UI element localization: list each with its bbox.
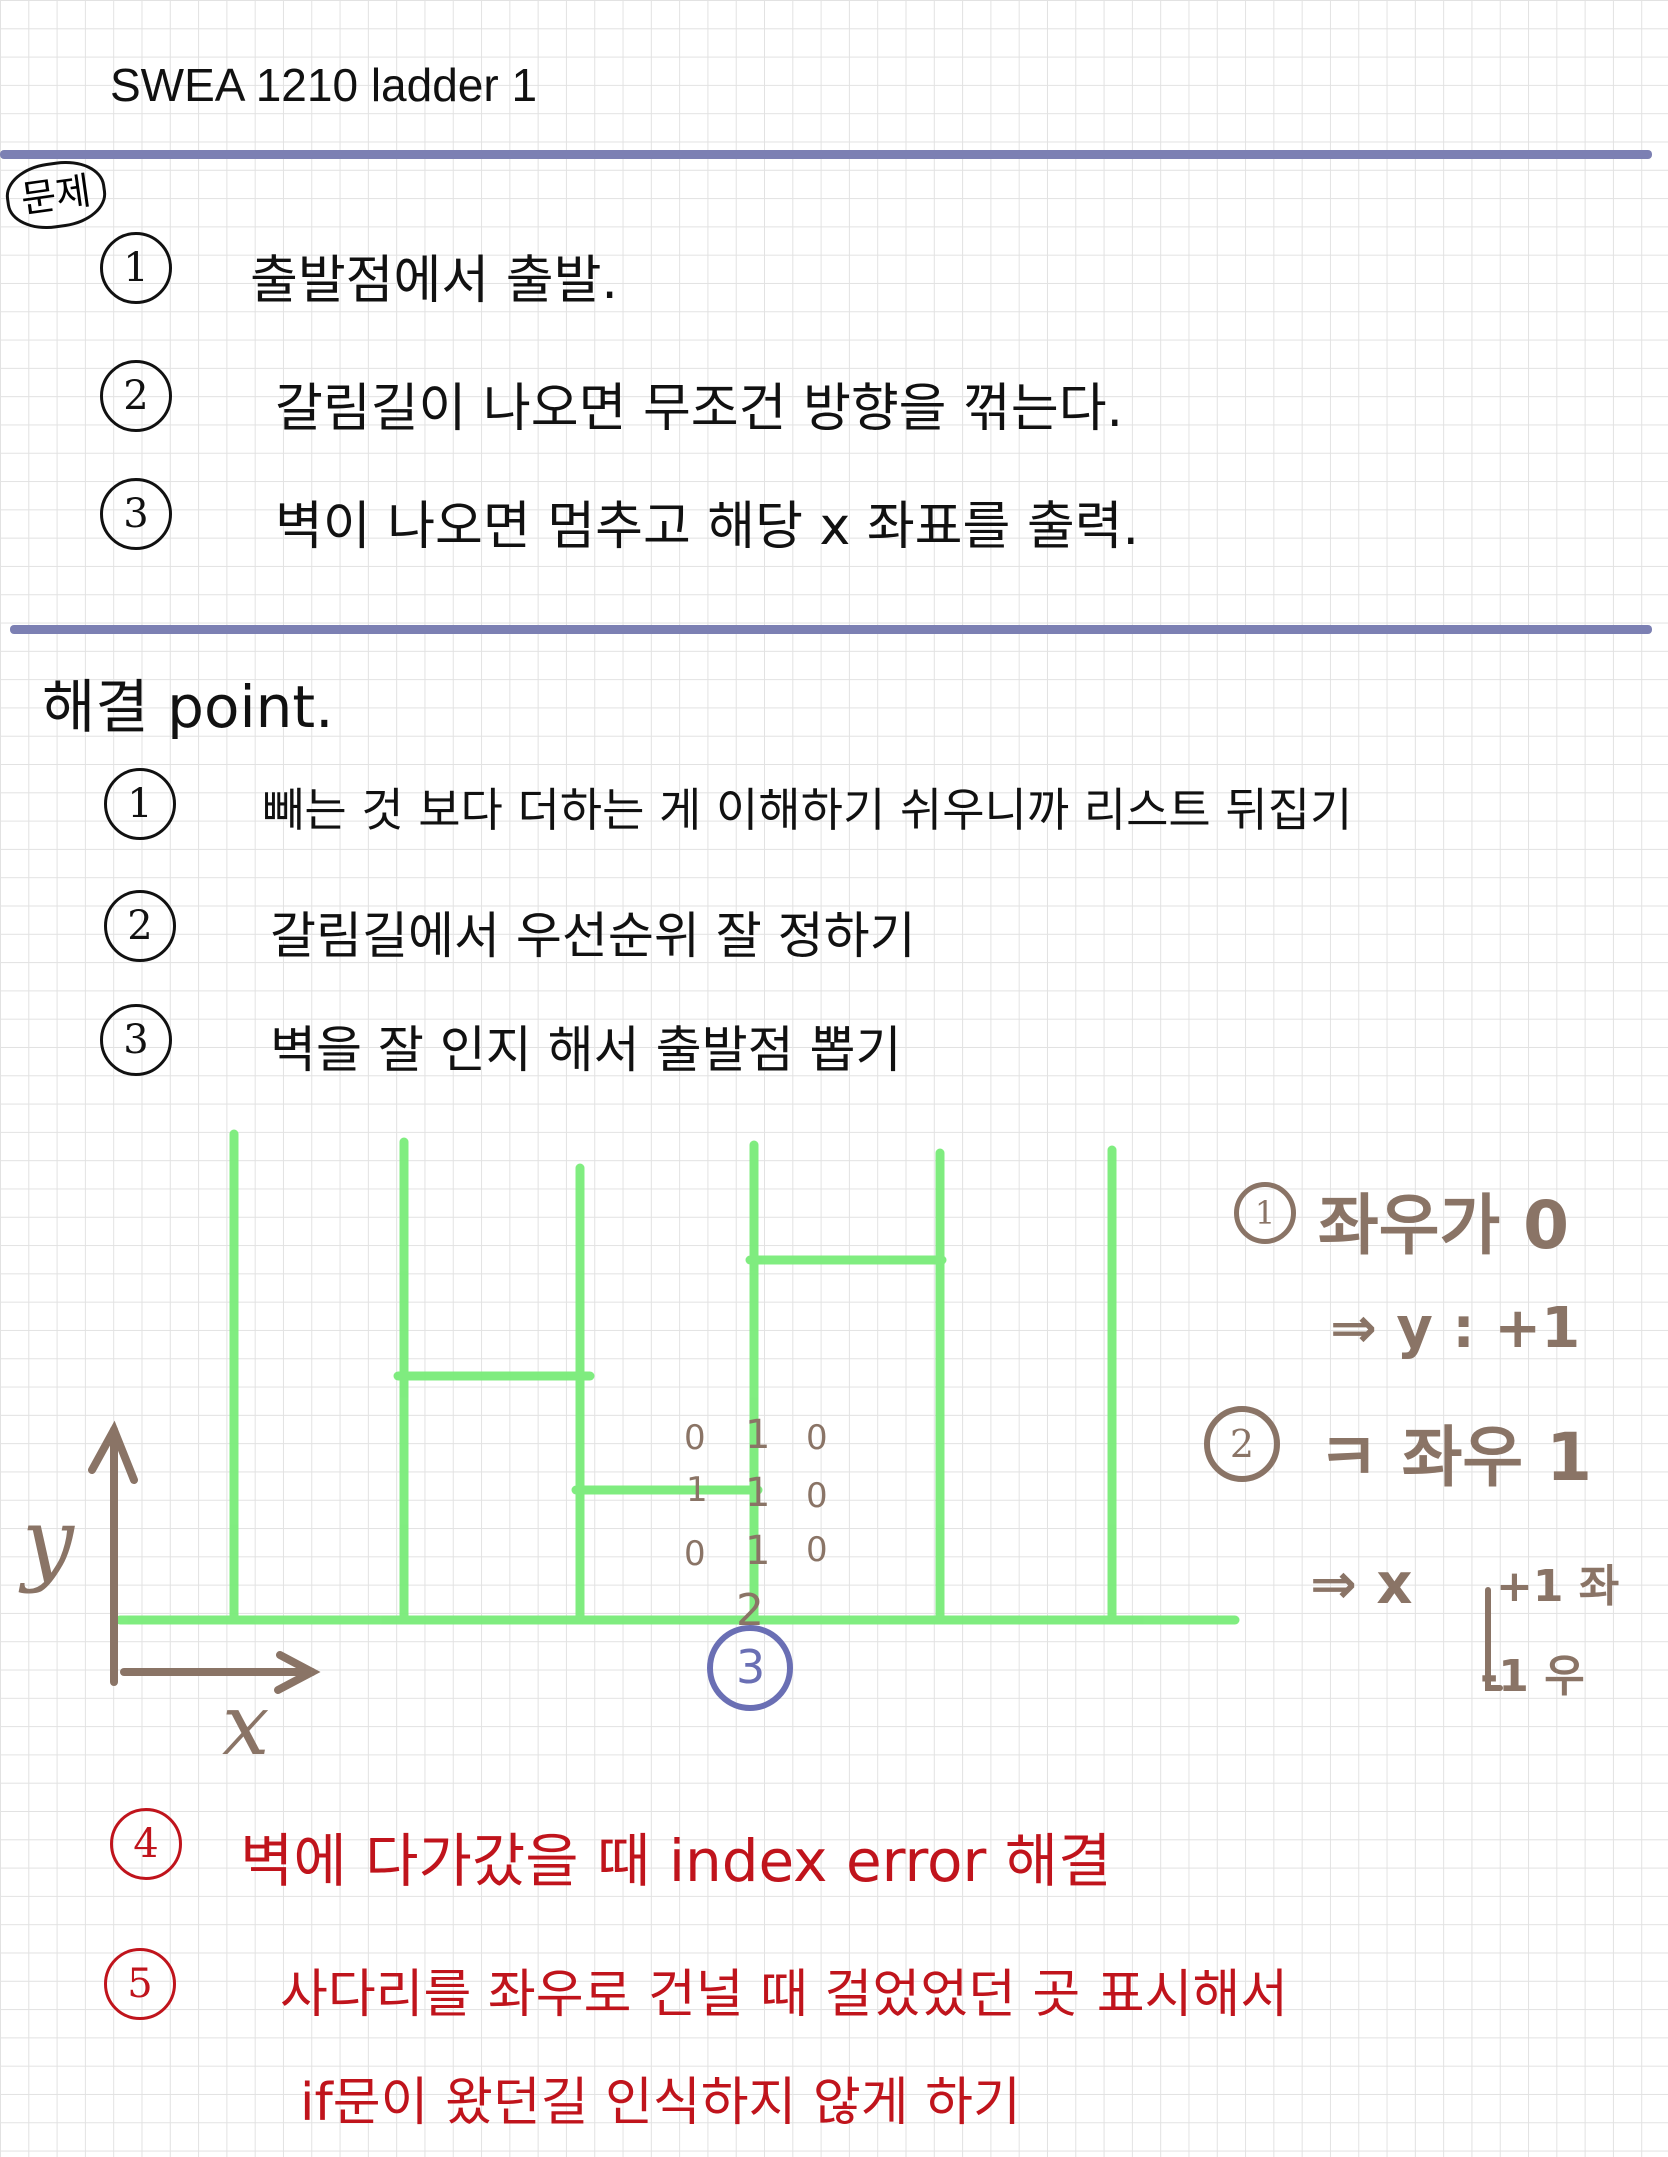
rule-2-text: ㅋ 좌우 1 [1318,1419,1593,1496]
solution-item-2-number: 2 [104,890,176,962]
rule-2-minus: -1 우 [1480,1651,1585,1702]
start-circle-label: 3 [736,1640,766,1694]
section-divider-middle [10,625,1652,634]
rule-2-result: ⇒ x [1310,1552,1413,1617]
problem-item-1-number: 1 [100,232,172,304]
grid-digit-center-middle: 1 [745,1470,771,1516]
y-axis-arrowhead [88,1420,138,1484]
solution-item-3-number: 3 [100,1004,172,1076]
problem-item-3-number: 3 [100,478,172,550]
solution-item-1-number: 1 [104,768,176,840]
problem-item-2-number: 2 [100,360,172,432]
note-5-number: 5 [104,1948,176,2020]
x-axis-label: x [222,1676,270,1774]
rule-1-number: 1 [1234,1182,1296,1244]
note-5-text-line-2: if문이 왔던길 인식하지 않게 하기 [300,2073,1021,2133]
problem-item-3-text: 벽이 나오면 멈추고 해당 x 좌표를 출력. [275,497,1140,557]
grid-digit-left-bottom: 0 [684,1534,706,1574]
y-axis-label: y [22,1488,74,1595]
note-4-text: 벽에 다가갔을 때 index error 해결 [240,1827,1112,1895]
solution-item-2-text: 갈림길에서 우선순위 잘 정하기 [270,907,916,965]
grid-digit-center-top: 1 [745,1412,771,1458]
x-axis-arrowhead [274,1651,321,1694]
page-title: SWEA 1210 ladder 1 [110,59,538,111]
grid-digit-right-bottom: 0 [806,1530,828,1570]
start-point-number: 2 [736,1585,764,1636]
grid-digit-right-middle: 0 [806,1476,828,1516]
grid-digit-left-middle: 1 [686,1470,708,1510]
note-5-text-line-1: 사다리를 좌우로 건널 때 걸었었던 곳 표시해서 [280,1965,1289,2025]
start-circle [707,1625,793,1711]
problem-item-2-text: 갈림길이 나오면 무조건 방향을 꺾는다. [275,379,1124,439]
solution-item-3-text: 벽을 잘 인지 해서 출발점 뽑기 [270,1021,902,1079]
rule-2-plus: +1 좌 [1496,1561,1620,1612]
rule-1-result: ⇒ y : +1 [1330,1296,1581,1361]
solution-item-1-text: 빼는 것 보다 더하는 게 이해하기 쉬우니까 리스트 뒤집기 [262,783,1353,837]
solution-heading: 해결 point. [42,673,334,741]
section-divider-top [0,150,1652,159]
note-4-number: 4 [110,1808,182,1880]
grid-digit-left-top: 0 [684,1418,706,1458]
grid-digit-right-top: 0 [806,1418,828,1458]
problem-item-1-text: 출발점에서 출발. [250,251,618,311]
rule-1-text: 좌우가 0 [1318,1187,1570,1264]
rule-2-number: 2 [1204,1406,1280,1482]
grid-digit-center-bottom: 1 [745,1528,771,1574]
